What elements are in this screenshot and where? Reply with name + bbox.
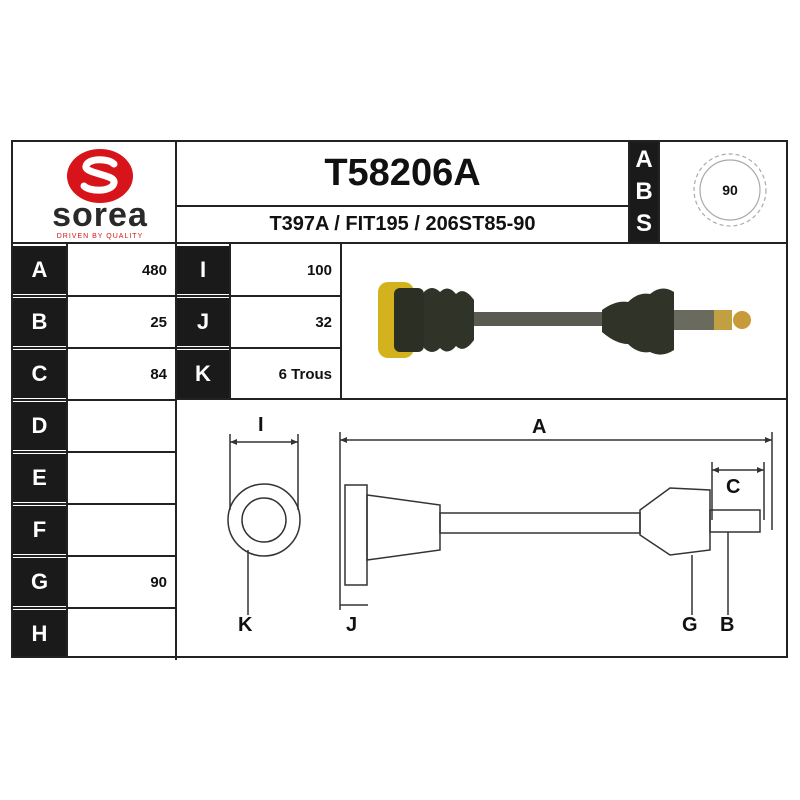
drive-shaft-photo-icon: [378, 282, 751, 358]
diagram-label-b: B: [720, 614, 735, 636]
spec-label-i: I: [177, 246, 229, 294]
spec-value-k: 6 Trous: [278, 365, 332, 383]
diagram-label-j: J: [346, 614, 358, 636]
diagram-label-i: I: [258, 414, 264, 436]
abs-gear-icon: [693, 153, 767, 227]
abs-letter-s: S: [635, 210, 652, 237]
spec-label-d: D: [13, 402, 66, 450]
spec-label-g: G: [13, 558, 66, 606]
brand-logo: sorea DRIVEN BY QUALITY: [30, 148, 170, 240]
spec-value-j: 32: [315, 313, 332, 331]
product-photo: [370, 270, 760, 370]
abs-letter-b: B: [635, 178, 653, 205]
reference-numbers: T397A / FIT195 / 206ST85-90: [269, 213, 536, 235]
spec-sheet-border: [11, 140, 788, 658]
diagram-label-c: C: [726, 476, 741, 498]
spec-value-a: 480: [141, 261, 167, 279]
spec-label-k: K: [177, 350, 229, 398]
spec-label-j: J: [177, 298, 229, 346]
abs-ring: 90: [690, 150, 770, 230]
spec-value-b: 25: [150, 313, 167, 331]
spec-label-f: F: [13, 506, 66, 554]
spec-label-b: B: [13, 298, 66, 346]
diagram-label-g: G: [682, 614, 698, 636]
spec-value-i: 100: [306, 261, 332, 279]
brand-tagline: DRIVEN BY QUALITY: [56, 233, 144, 240]
spec-label-c: C: [13, 350, 66, 398]
spec-value-g: 90: [150, 573, 167, 591]
sorea-logo-icon: [67, 149, 133, 203]
abs-teeth-count: 90: [722, 182, 738, 198]
technical-drawing: I A C K J G B: [200, 410, 780, 650]
spec-label-e: E: [13, 454, 66, 502]
diagram-label-k: K: [238, 614, 253, 636]
brand-name: sorea: [52, 196, 148, 234]
abs-letter-a: A: [635, 146, 653, 173]
spec-label-a: A: [13, 246, 66, 294]
spec-value-c: 84: [150, 365, 167, 383]
abs-label-block: A B S: [630, 142, 658, 242]
dimension-drawing-icon: [227, 432, 773, 615]
diagram-label-a: A: [532, 416, 547, 438]
part-number: T58206A: [324, 152, 481, 194]
spec-label-h: H: [13, 610, 66, 658]
